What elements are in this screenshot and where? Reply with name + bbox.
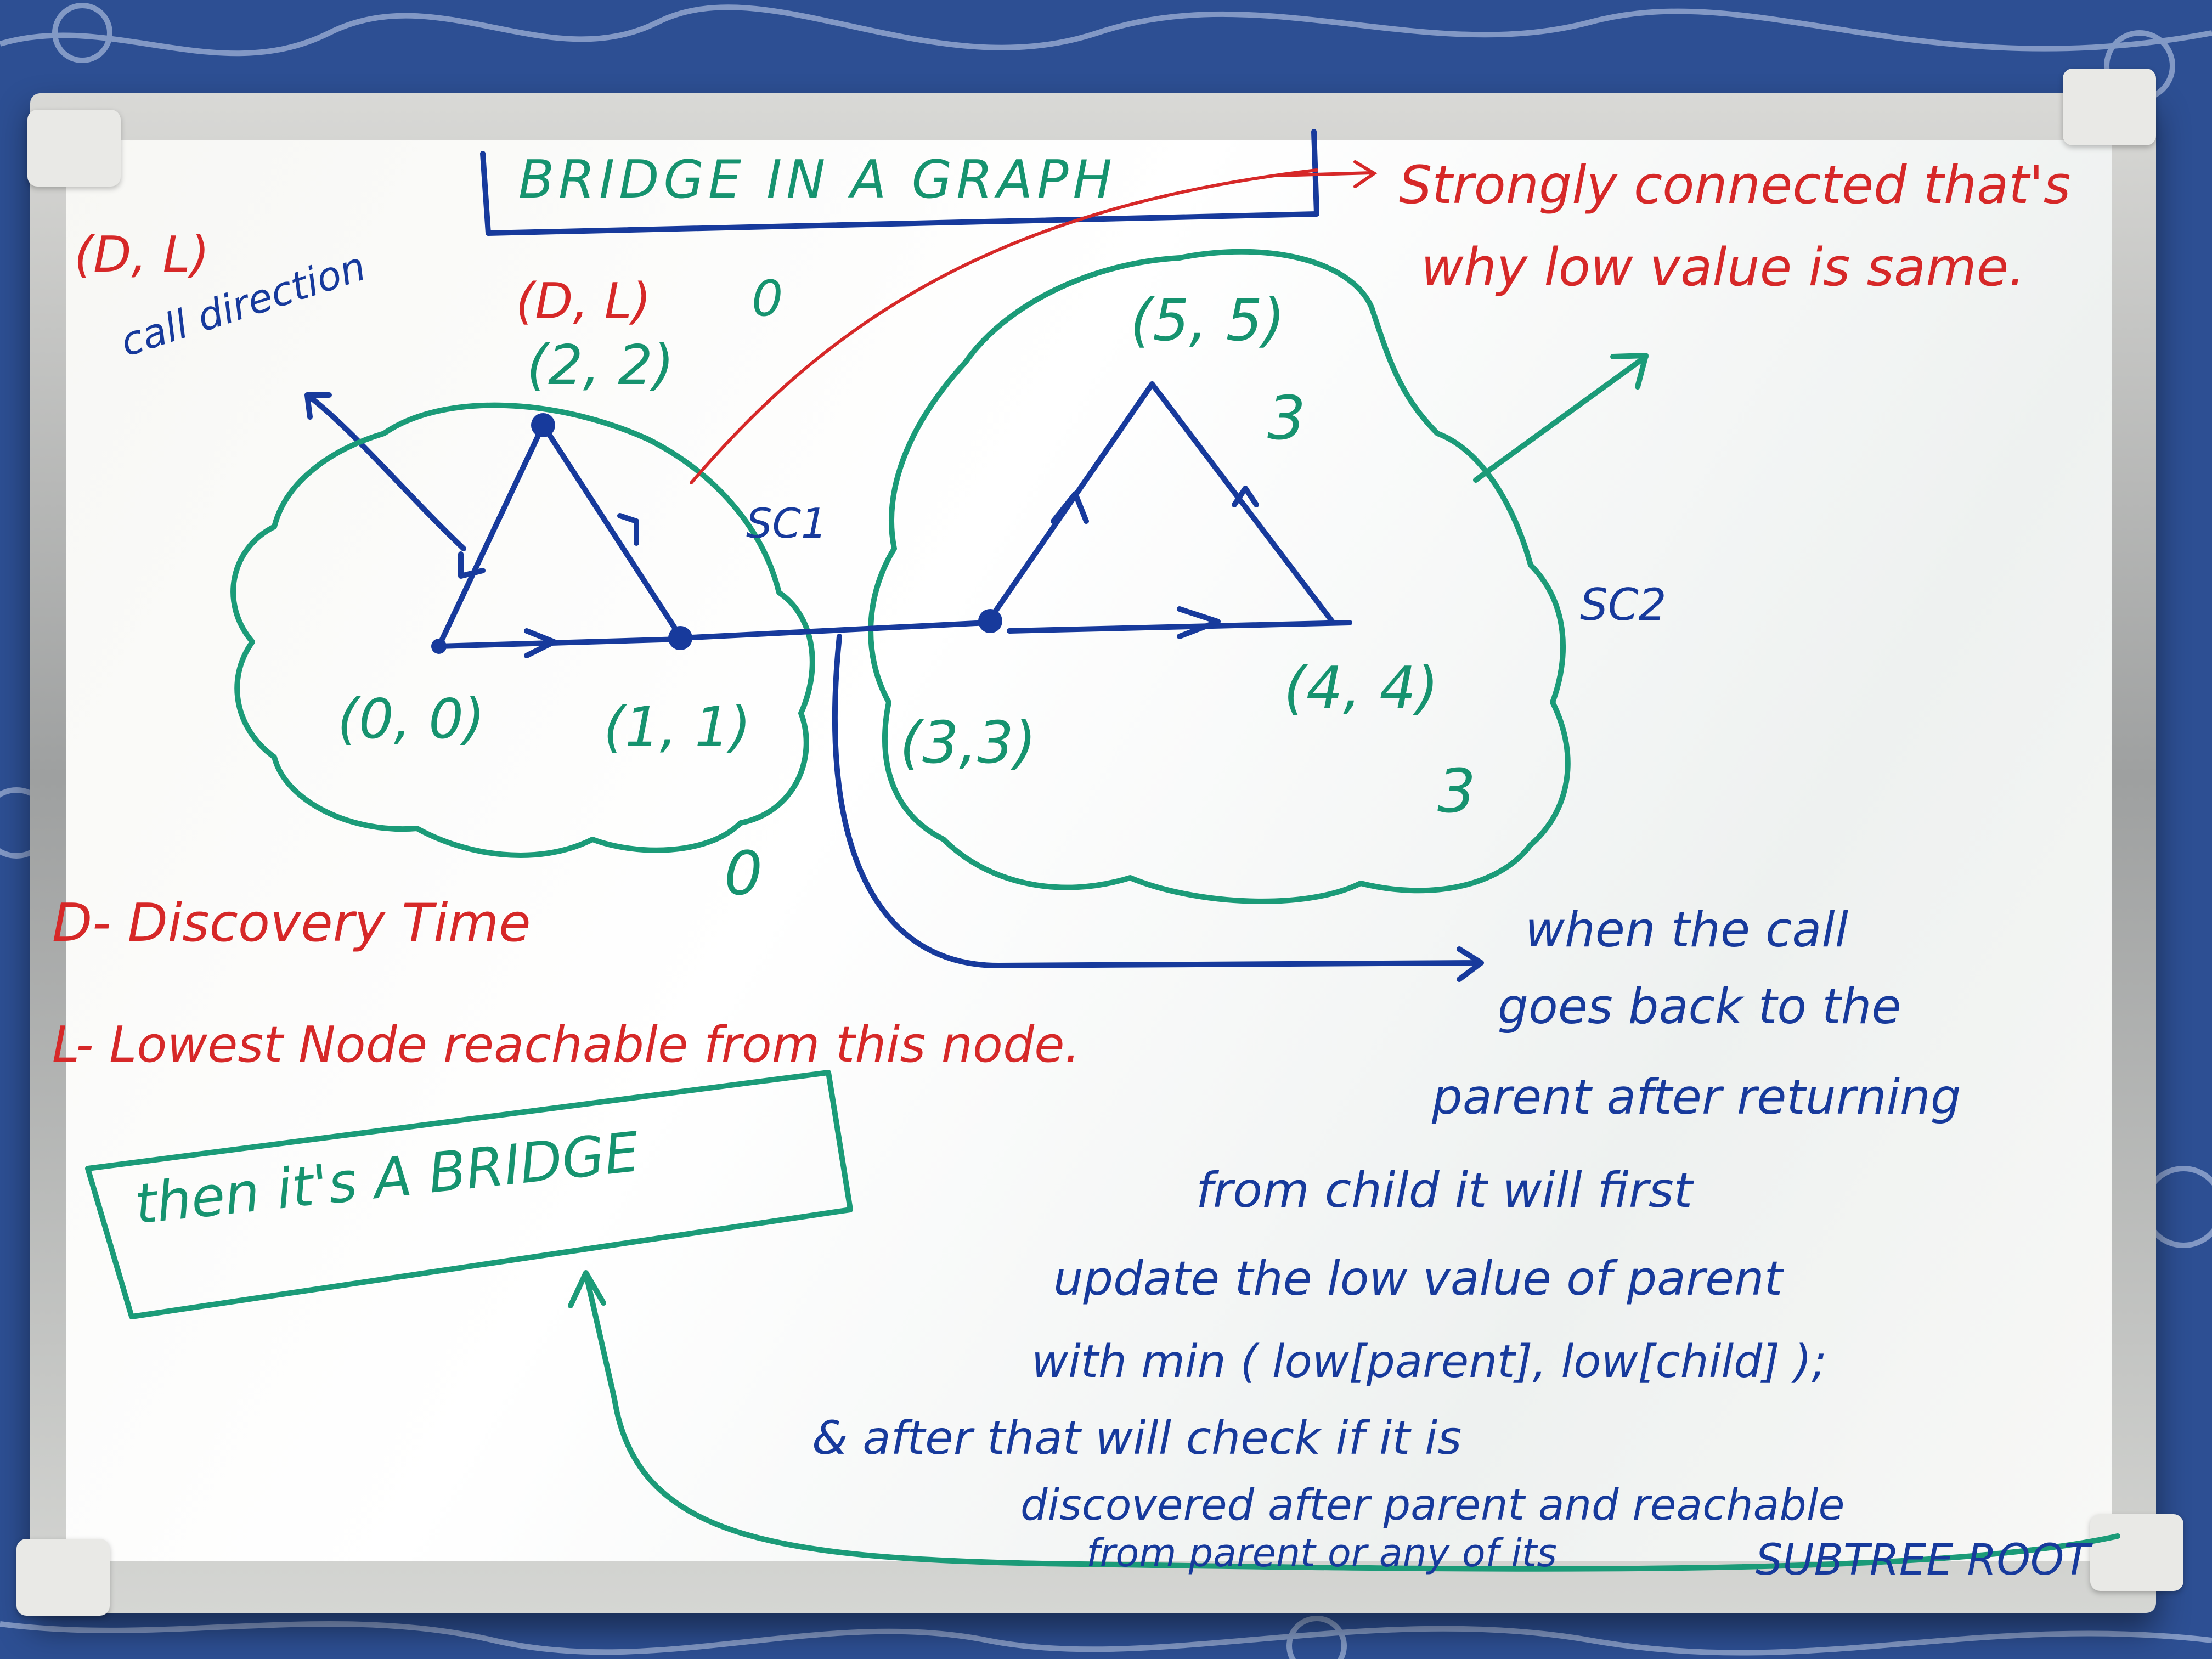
call-direction-arrow <box>304 392 466 551</box>
sc2-edge-3-4 <box>1007 620 1352 634</box>
node-1-label: (1, 1) <box>603 695 751 759</box>
sc1-edge-0-1 <box>436 636 683 649</box>
blue-note-line-5: update the low value of parent <box>1053 1251 1785 1306</box>
blue-note-line-8: discovered after parent and reachable <box>1020 1481 1845 1530</box>
sc2-arrowheads <box>1051 486 1259 639</box>
node-0-label: (0, 0) <box>337 687 485 751</box>
node-2-dot <box>531 413 555 437</box>
blue-note-line-3: parent after returning <box>1431 1069 1961 1125</box>
red-connector-curve <box>690 168 1318 484</box>
blue-note-line-1: when the call <box>1525 901 1849 958</box>
sc1-edge-2-1 <box>540 422 683 639</box>
sc2-cloud <box>868 249 1571 904</box>
definition-lowest: L- Lowest Node reachable from this node. <box>52 1016 1080 1074</box>
blue-note-line-2: goes back to the <box>1498 978 1901 1035</box>
bridge-box <box>85 1070 853 1319</box>
legend-dl-left: (D, L) <box>74 226 210 284</box>
sc2-edge-5-4 <box>1149 381 1336 625</box>
blue-note-line-4: from child it will first <box>1196 1162 1695 1218</box>
note-pointer-arrow <box>1473 353 1649 483</box>
blue-note-line-6: with min ( low[parent], low[child] ); <box>1031 1336 1827 1388</box>
node-5-label: (5, 5) <box>1130 287 1285 354</box>
sc2-label: SC2 <box>1580 579 1667 630</box>
node-2-dl-label: (D, L) <box>516 273 651 330</box>
low-update-node-5: 3 <box>1267 383 1306 453</box>
sc1-cloud <box>230 402 815 858</box>
low-update-node-4: 3 <box>1437 756 1476 826</box>
title-arrow <box>1277 160 1378 188</box>
low-update-node-2: 0 <box>752 270 783 328</box>
blue-note-subtree-root: SUBTREE ROOT <box>1756 1536 2093 1585</box>
node-0-dot <box>431 639 447 654</box>
title-text: BRIDGE IN A GRAPH <box>518 150 1116 210</box>
node-3-dot <box>978 609 1002 633</box>
frame-corner-top-left <box>27 110 121 187</box>
sc1-arrowheads <box>458 513 639 658</box>
red-note-line-2: why low value is same. <box>1421 238 2025 298</box>
low-update-node-1: 0 <box>724 838 763 909</box>
bridge-box-text: then it's A BRIDGE <box>132 1120 642 1237</box>
frame-corner-bottom-right <box>2090 1514 2183 1591</box>
frame-corner-bottom-left <box>16 1539 110 1616</box>
sc1-edge-0-2 <box>436 422 546 649</box>
blue-note-line-7: & after that will check if it is <box>812 1411 1462 1465</box>
bridge-edge-1-3 <box>678 620 990 641</box>
node-4-label: (4, 4) <box>1284 654 1438 721</box>
node-3-label: (3,3) <box>900 709 1036 776</box>
node-2-label: (2, 2) <box>527 333 674 397</box>
subtree-root-arrow <box>568 1270 2120 1572</box>
callback-arrow <box>832 634 1484 982</box>
whiteboard-surface <box>66 140 2112 1561</box>
blue-note-line-9: from parent or any of its <box>1086 1531 1557 1576</box>
red-note-line-1: Strongly connected that's <box>1399 155 2070 216</box>
sc1-label: SC1 <box>746 499 827 548</box>
title-box <box>480 129 1319 236</box>
frame-corner-top-right <box>2063 69 2156 145</box>
definition-discovery: D- Discovery Time <box>52 893 531 953</box>
